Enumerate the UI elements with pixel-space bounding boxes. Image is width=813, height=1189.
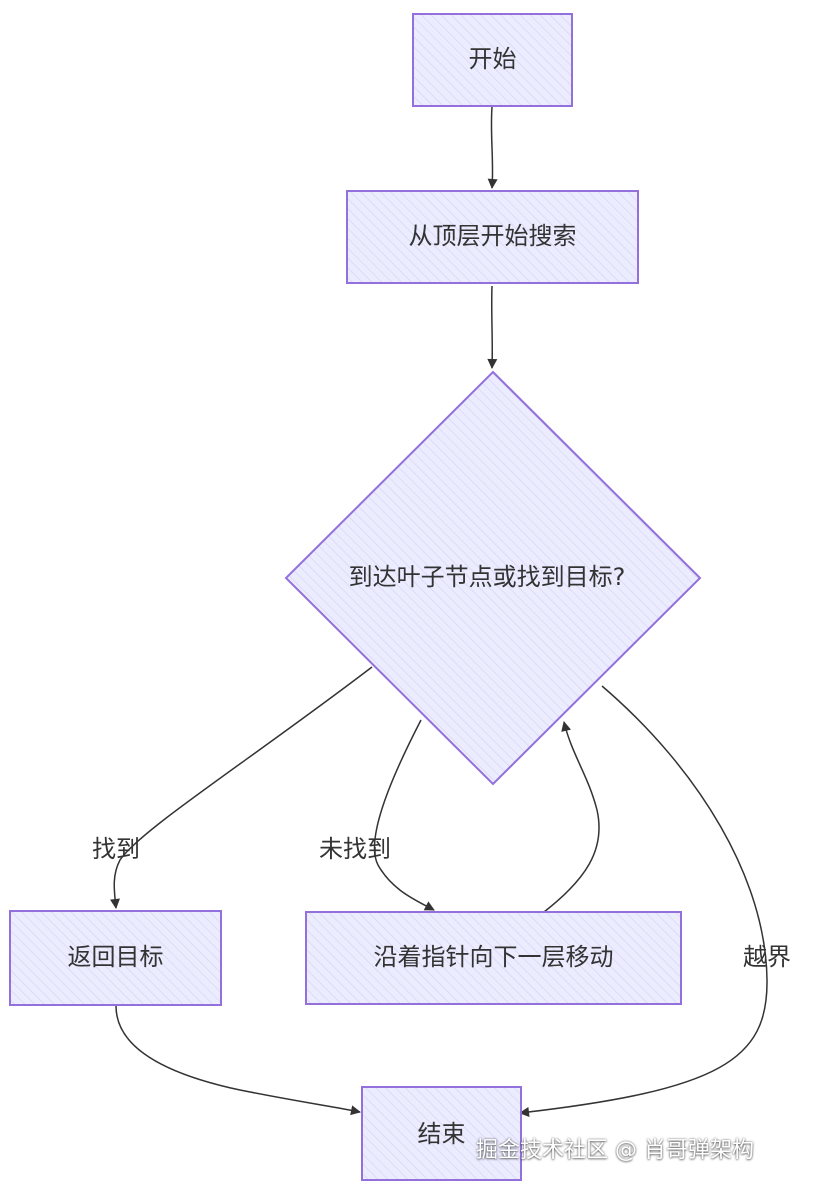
- edges: [110, 106, 768, 1117]
- node-end-label: 结束: [418, 1120, 466, 1148]
- node-return-target-label: 返回目标: [68, 943, 164, 971]
- edge-return-to-end: [115, 1005, 361, 1116]
- edge-decision-to-end: [519, 685, 768, 1117]
- edge-label-out-of-bounds: 越界: [743, 943, 791, 971]
- node-start-label: 开始: [469, 45, 517, 73]
- edge-label-not-found: 未找到: [319, 835, 391, 863]
- edge-decision-to-move: [373, 719, 435, 911]
- node-end: 结束: [361, 1086, 522, 1181]
- node-return-target: 返回目标: [9, 910, 222, 1006]
- edge-label-found: 找到: [92, 835, 140, 863]
- node-move-down: 沿着指针向下一层移动: [305, 911, 682, 1005]
- node-decision-label: 到达叶子节点或找到目标?: [349, 563, 626, 591]
- edge-search-to-decision: [487, 285, 498, 369]
- node-start: 开始: [412, 13, 573, 107]
- edge-decision-to-return: [110, 666, 373, 909]
- node-search: 从顶层开始搜索: [346, 190, 639, 284]
- edge-move-to-decision: [543, 721, 600, 913]
- node-search-label: 从顶层开始搜索: [409, 222, 577, 250]
- node-decision: 到达叶子节点或找到目标?: [284, 370, 702, 786]
- watermark: 掘金技术社区 @ 肖哥弹架构: [476, 1138, 754, 1163]
- edge-start-to-search: [487, 106, 498, 189]
- node-move-down-label: 沿着指针向下一层移动: [374, 943, 614, 971]
